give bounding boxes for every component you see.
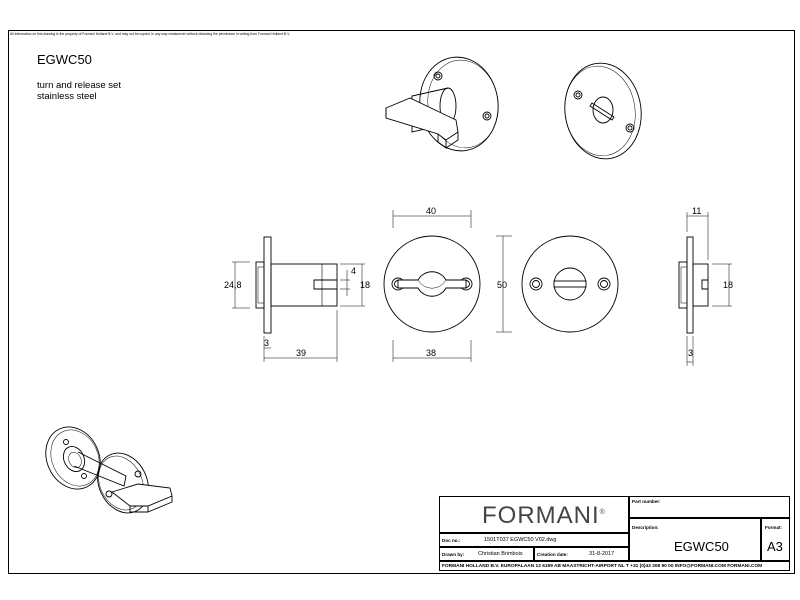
doc-no-label: Doc no.:: [442, 538, 461, 543]
drawn-by-label: Drawn by:: [442, 552, 465, 557]
iso-thumbturn-view: [385, 56, 499, 152]
logo-registered-mark: ®: [599, 509, 606, 516]
dim-rose-width: 40: [426, 206, 436, 216]
iso-assembly-view: [45, 426, 173, 514]
part-number-cell: Part number:: [629, 496, 790, 518]
copyright-disclaimer: All information on this drawing is the p…: [10, 32, 290, 36]
creation-date-label: Creation date:: [537, 552, 568, 557]
drawn-by-cell: Drawn by: Christian Brimbois: [439, 547, 534, 561]
iso-release-view: [564, 62, 642, 160]
drawn-by-value: Christian Brimbois: [478, 551, 523, 557]
description-value: EGWC50: [674, 539, 729, 554]
description-cell: Description: EGWC50: [629, 518, 761, 561]
dim-flange-thickness-left: 3: [264, 338, 269, 348]
product-code: EGWC50: [37, 52, 92, 67]
product-description-line-2: stainless steel: [37, 91, 97, 102]
formani-logo: FORMANI®: [482, 502, 606, 530]
format-cell: Format: A3: [761, 518, 790, 561]
dim-release-depth: 11: [692, 206, 701, 216]
front-view-thumbturn-rose: [383, 235, 481, 333]
part-number-label: Part number:: [632, 499, 661, 504]
formani-logo-text: FORMANI: [482, 502, 600, 529]
release-side-dimensions: [686, 212, 732, 366]
dim-length: 39: [296, 348, 306, 358]
front-view-dimensions: [392, 210, 512, 362]
description-label: Description:: [632, 525, 659, 530]
product-description-line-1: turn and release set: [37, 80, 121, 91]
product-description: turn and release set stainless steel: [37, 80, 121, 102]
dim-flange-thickness-right: 3: [688, 348, 693, 358]
company-footer: FORMANI HOLLAND B.V. EUROPALAAN 12 6199 …: [442, 564, 763, 569]
front-view-release-rose: [521, 235, 619, 333]
dim-spindle-right: 18: [723, 280, 733, 290]
title-block: FORMANI® Part number: Description: EGWC5…: [439, 496, 790, 572]
side-view-release: [678, 236, 709, 334]
format-value: A3: [767, 539, 783, 554]
dim-side-height: 24,8: [224, 280, 242, 290]
drawing-sheet-border: [8, 30, 795, 574]
dim-hole-spacing: 38: [426, 348, 436, 358]
dim-spindle-left: 18: [360, 280, 370, 290]
side-view-dimensions: [232, 261, 365, 362]
creation-date-value: 31-8-2017: [589, 551, 615, 557]
dimension-labels: 24,8 4 18 3 39 40 38 50 11 18 3: [224, 206, 733, 358]
doc-no-value: 1501T037 EGWC50 V02.dwg: [484, 537, 557, 543]
creation-date-cell: Creation date: 31-8-2017: [534, 547, 629, 561]
dim-rose-height: 50: [497, 280, 507, 290]
dim-slot: 4: [351, 266, 356, 276]
doc-no-cell: Doc no.: 1501T037 EGWC50 V02.dwg: [439, 533, 629, 547]
side-view-thumbturn: [255, 236, 338, 334]
logo-cell: FORMANI®: [439, 496, 629, 533]
footer-cell: FORMANI HOLLAND B.V. EUROPALAAN 12 6199 …: [439, 561, 790, 571]
format-label: Format:: [765, 525, 783, 530]
